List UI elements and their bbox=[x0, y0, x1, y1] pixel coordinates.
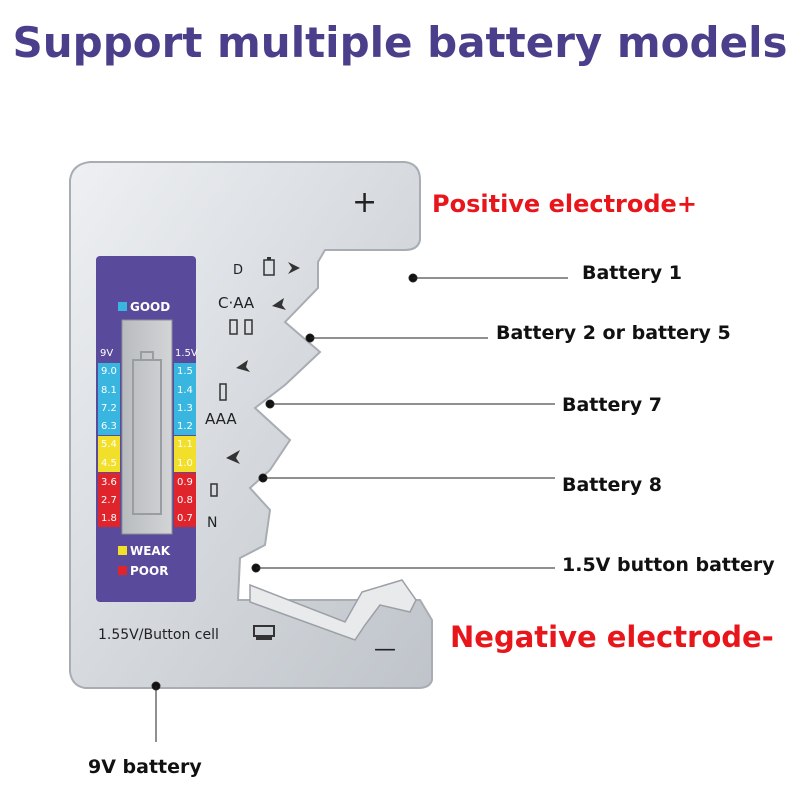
scale-value: 5.4 bbox=[101, 439, 117, 450]
scale-value: 9.0 bbox=[101, 366, 117, 377]
arrow-left-icon bbox=[226, 450, 240, 464]
arrow-left-icon bbox=[272, 298, 286, 310]
callout-battery-2-or-5: Battery 2 or battery 5 bbox=[496, 322, 731, 344]
right-scale-values: 1.5 1.4 1.3 1.2 1.1 1.0 0.9 0.8 0.7 bbox=[177, 366, 193, 524]
scale-value: 3.6 bbox=[101, 477, 117, 488]
scale-value: 4.5 bbox=[101, 458, 117, 469]
scale-value: 1.3 bbox=[177, 403, 193, 414]
slot-label-aaa: AAA bbox=[205, 410, 237, 428]
battery-aa-icon bbox=[244, 319, 253, 335]
scale-value: 0.7 bbox=[177, 513, 193, 524]
scale-value: 0.8 bbox=[177, 495, 193, 506]
button-cell-label: 1.55V/Button cell bbox=[98, 627, 219, 643]
slot-label-d: D bbox=[233, 263, 243, 278]
button-cell-clip bbox=[249, 579, 417, 641]
battery-n-icon bbox=[210, 483, 218, 497]
scale-value: 1.1 bbox=[177, 439, 193, 450]
callout-battery-8: Battery 8 bbox=[562, 474, 662, 496]
callout-button-battery: 1.5V button battery bbox=[562, 554, 775, 576]
scale-header-1-5v: 1.5V bbox=[175, 348, 198, 359]
callout-9v-battery: 9V battery bbox=[88, 756, 202, 778]
callout-leaders bbox=[151, 273, 568, 742]
scale-bars bbox=[98, 363, 196, 527]
slot-label-caa: C·AA bbox=[218, 294, 255, 312]
scale-value: 1.8 bbox=[101, 513, 117, 524]
button-cell-icon bbox=[253, 625, 275, 637]
lcd-battery-tip bbox=[140, 351, 154, 361]
left-scale-values: 9.0 8.1 7.2 6.3 5.4 4.5 3.6 2.7 1.8 bbox=[101, 366, 117, 524]
battery-c-icon bbox=[229, 319, 238, 335]
minus-symbol: — bbox=[374, 637, 396, 662]
scale-value: 1.5 bbox=[177, 366, 193, 377]
negative-electrode-label: Negative electrode- bbox=[450, 620, 774, 654]
scale-value: 8.1 bbox=[101, 385, 117, 396]
positive-electrode-label: Positive electrode+ bbox=[432, 190, 697, 218]
headline: Support multiple battery models bbox=[12, 18, 788, 67]
poor-swatch bbox=[118, 566, 127, 575]
callout-battery-7: Battery 7 bbox=[562, 394, 662, 416]
poor-label: POOR bbox=[130, 564, 168, 578]
callout-battery-1: Battery 1 bbox=[582, 262, 682, 284]
scale-value: 7.2 bbox=[101, 403, 117, 414]
scale-value: 6.3 bbox=[101, 421, 117, 432]
weak-label: WEAK bbox=[130, 544, 171, 558]
scale-value: 1.2 bbox=[177, 421, 193, 432]
scale-value: 0.9 bbox=[177, 477, 193, 488]
weak-swatch bbox=[118, 546, 127, 555]
lcd-window bbox=[121, 319, 173, 535]
battery-aaa-icon bbox=[219, 383, 227, 401]
scale-value: 1.0 bbox=[177, 458, 193, 469]
arrow-left-icon bbox=[236, 360, 250, 372]
scale-value: 1.4 bbox=[177, 385, 193, 396]
plus-symbol: + bbox=[352, 185, 377, 220]
scale-value: 2.7 bbox=[101, 495, 117, 506]
slot-label-n: N bbox=[207, 515, 217, 531]
arrow-right-icon bbox=[288, 262, 300, 274]
good-swatch bbox=[118, 302, 127, 311]
scale-header-9v: 9V bbox=[100, 348, 113, 359]
good-label: GOOD bbox=[130, 300, 170, 314]
